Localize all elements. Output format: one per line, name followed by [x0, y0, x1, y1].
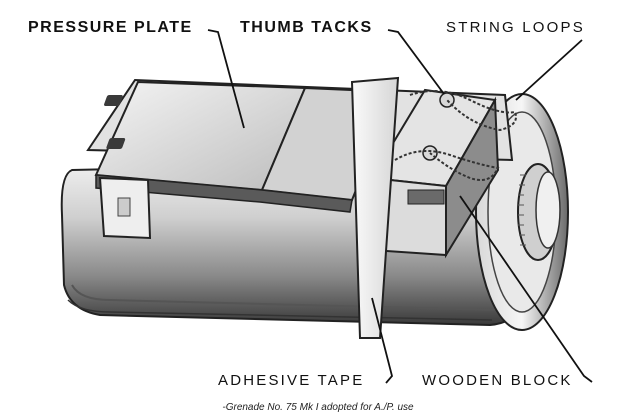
leader-string-loops: [515, 39, 583, 101]
plate-slot-lower: [106, 138, 126, 149]
label-thumb-tacks: THUMB TACKS: [240, 19, 373, 36]
body-rim-line-2: [67, 299, 493, 321]
leader-adhesive-tape: [371, 297, 393, 384]
leader-thumb-tacks: [387, 29, 445, 95]
label-adhesive-tape: ADHESIVE TAPE: [218, 372, 365, 389]
figure-caption: -Grenade No. 75 Mk I adopted for A./P. u…: [222, 402, 414, 413]
adhesive-tape: [350, 76, 400, 339]
hinge-bracket-hole: [117, 197, 131, 217]
leader-lines: [207, 29, 593, 384]
label-wooden-block: WOODEN BLOCK: [422, 372, 573, 389]
string-loop-lower: [394, 150, 500, 181]
leader-pressure-plate: [207, 29, 245, 129]
label-string-loops: STRING LOOPS: [446, 19, 585, 36]
body-rim-line: [71, 284, 496, 311]
plate-slot-upper: [104, 95, 123, 106]
pressure-plate-edge: [95, 174, 353, 213]
wooden-block-side: [445, 96, 500, 259]
wooden-block-grain: [407, 189, 445, 205]
screw-plug-knurling: [518, 174, 526, 246]
screw-plug-face: [535, 171, 561, 249]
label-pressure-plate: PRESSURE PLATE: [28, 19, 193, 36]
leader-wooden-block: [459, 195, 593, 383]
